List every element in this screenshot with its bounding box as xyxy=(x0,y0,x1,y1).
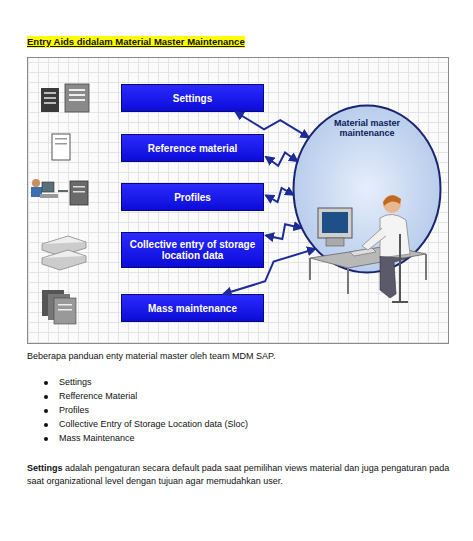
settings-icon-part xyxy=(65,84,89,112)
term-bold: Settings xyxy=(27,463,63,473)
entry-aid-box: Settings xyxy=(121,84,264,112)
circle-shape xyxy=(294,106,441,273)
zigzag-arrow xyxy=(236,112,309,137)
circle-label: Material master maintenance xyxy=(324,118,410,138)
reference-icon-part xyxy=(52,134,70,160)
zigzag-arrow xyxy=(266,224,301,239)
bullet-item: Refference Material xyxy=(59,390,137,403)
bullet-item: Mass Maintenance xyxy=(59,432,135,445)
profiles-icon-part xyxy=(73,191,85,193)
bullet-dot xyxy=(44,395,48,399)
bullet-item: Profiles xyxy=(59,404,89,417)
person-at-computer-part xyxy=(322,212,348,233)
zigzag-arrow xyxy=(224,249,316,294)
storage-icon-part xyxy=(42,256,86,270)
bullet-item: Collective Entry of Storage Location dat… xyxy=(59,418,248,431)
settings-icon-part xyxy=(41,88,59,112)
entry-aid-box: Reference material xyxy=(121,134,264,162)
page-title: Entry Aids didalam Material Master Maint… xyxy=(27,36,245,48)
profiles-icon xyxy=(31,179,88,205)
zigzag-arrow xyxy=(266,188,293,202)
illustration xyxy=(28,58,448,343)
person-at-computer-part xyxy=(362,228,386,250)
box-label: Mass maintenance xyxy=(148,303,237,314)
reference-icon-part xyxy=(55,138,67,140)
box-label: Profiles xyxy=(174,192,211,203)
profiles-icon-part xyxy=(70,181,88,205)
mass-icon-part xyxy=(54,298,76,324)
body-text: adalah pengaturan secara default pada sa… xyxy=(27,463,449,486)
profiles-icon-part xyxy=(42,182,54,192)
mass-icon xyxy=(42,290,76,324)
reference-icon-part xyxy=(55,143,67,145)
bullet-dot xyxy=(44,423,48,427)
profiles-icon-part xyxy=(32,179,40,187)
bullet-dot xyxy=(44,381,48,385)
reference-icon xyxy=(52,134,70,160)
diagram-frame: SettingsReference materialProfilesCollec… xyxy=(27,57,449,344)
person-at-computer-part xyxy=(383,195,401,213)
settings-icon-part xyxy=(69,94,85,96)
settings-icon-part xyxy=(69,89,85,91)
box-label: Collective entry of storage location dat… xyxy=(128,239,257,261)
bullet-dot xyxy=(44,409,48,413)
intro-text: Beberapa panduan enty material master ol… xyxy=(27,350,275,363)
person-at-computer-part xyxy=(392,234,408,302)
person-at-computer xyxy=(310,195,426,302)
person-at-computer-part xyxy=(383,195,401,206)
settings-icon-part xyxy=(44,97,56,99)
person-at-computer-part xyxy=(380,256,408,298)
profiles-icon-part xyxy=(40,194,58,198)
bullet-dot xyxy=(44,437,48,441)
profiles-icon-part xyxy=(58,190,68,192)
settings-icon-part xyxy=(44,92,56,94)
box-label: Settings xyxy=(173,93,212,104)
zigzag-arrow xyxy=(266,153,297,166)
mass-icon-part xyxy=(58,304,72,306)
profiles-icon-part xyxy=(73,186,85,188)
settings-icon-part xyxy=(44,102,56,104)
settings-icon-part xyxy=(69,99,85,101)
entry-aid-box: Mass maintenance xyxy=(121,294,264,322)
settings-icon xyxy=(41,84,89,112)
entry-aid-box: Profiles xyxy=(121,183,264,211)
mass-icon-part xyxy=(58,309,72,311)
description-paragraph: Settingsadalah pengaturan secara default… xyxy=(27,462,452,488)
box-label: Reference material xyxy=(148,143,238,154)
person-at-computer-part xyxy=(350,248,376,256)
person-at-computer-part xyxy=(326,238,344,246)
person-at-computer-part xyxy=(310,254,426,294)
person-at-computer-part xyxy=(318,208,352,238)
bullet-item: Settings xyxy=(59,376,92,389)
storage-icon xyxy=(42,236,86,270)
entry-aid-box: Collective entry of storage location dat… xyxy=(121,232,264,268)
